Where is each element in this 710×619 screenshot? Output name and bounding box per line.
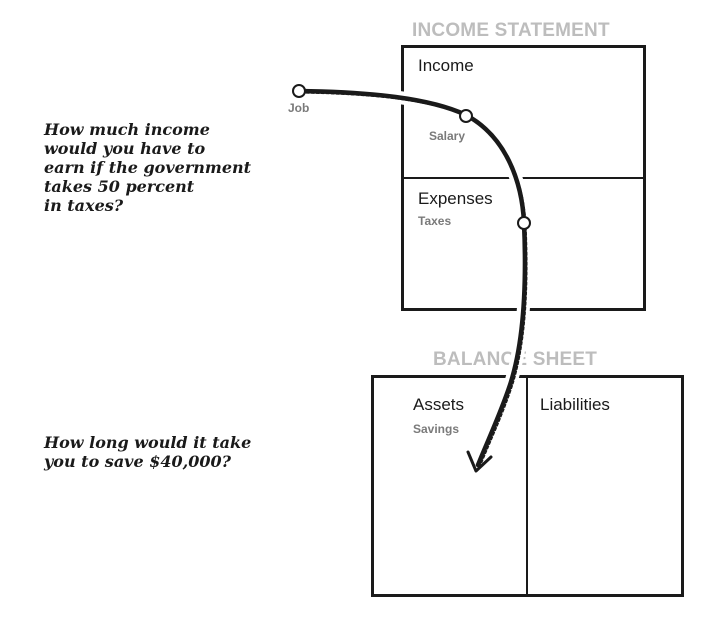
income-expenses-divider [404,177,643,179]
liabilities-label: Liabilities [540,395,610,414]
savings-label: Savings [413,422,460,436]
income-statement-box [401,45,646,311]
income-label: Income [418,56,474,75]
job-label: Job [288,101,310,115]
assets-label: Assets [413,395,465,414]
assets-liabilities-divider [526,378,528,594]
job-node [292,84,306,98]
question-income-taxes: How much income would you have to earn i… [44,120,252,215]
income-statement-heading: INCOME STATEMENT [412,20,610,41]
question-save-40000: How long would it take you to save $40,0… [44,433,252,471]
taxes-label: Taxes [418,214,452,228]
salary-label: Salary [429,129,466,143]
balance-sheet-heading: BALANCE SHEET [433,349,598,370]
expenses-label: Expenses [418,189,493,208]
